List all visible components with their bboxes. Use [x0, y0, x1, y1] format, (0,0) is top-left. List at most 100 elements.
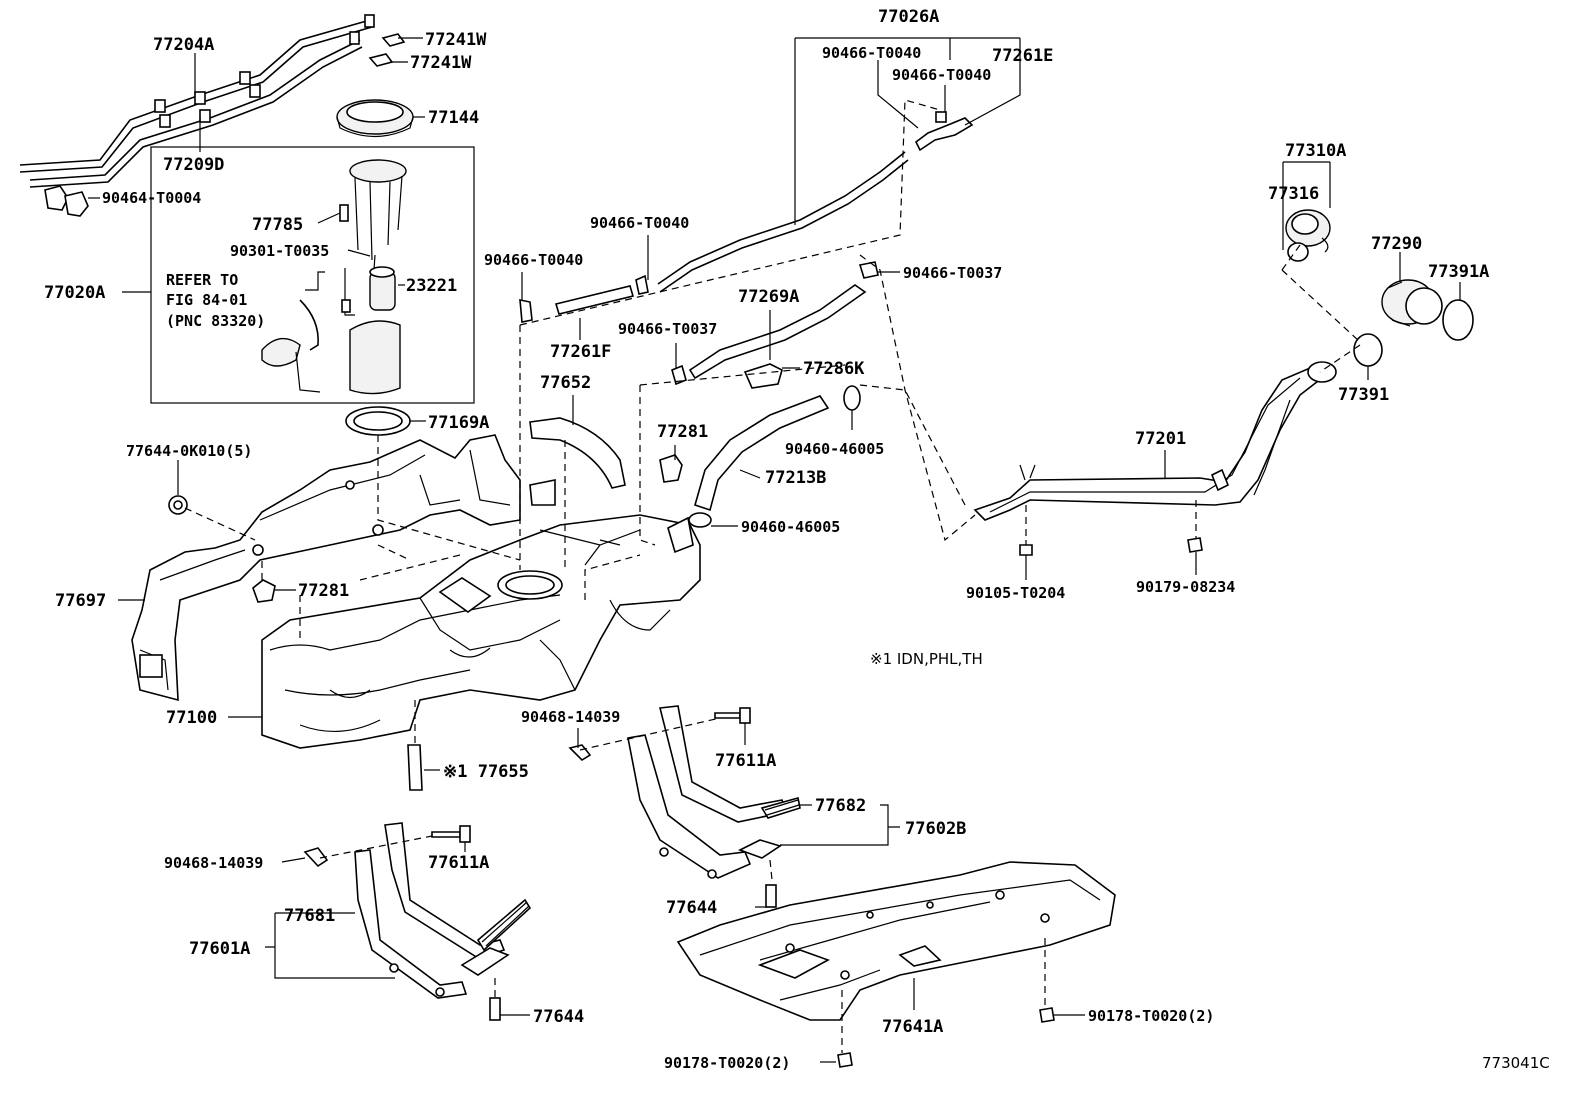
- o-ring-77391A: [1442, 299, 1474, 341]
- note-idn-phl-th: ※1 IDN,PHL,TH: [870, 650, 983, 668]
- label-77241W-2: 77241W: [410, 53, 472, 73]
- label-77310A: 77310A: [1285, 141, 1346, 161]
- label-77286K: 77286K: [803, 359, 865, 379]
- label-77316: 77316: [1268, 184, 1319, 204]
- label-90178-T0020-b: 90178-T0020(2): [664, 1054, 790, 1072]
- bolt-77611A-upper: [714, 707, 751, 724]
- nut-90179-08234: [1187, 537, 1203, 553]
- label-90466-T0037-a: 90466-T0037: [903, 264, 1002, 282]
- clamp-90460-46005: [688, 385, 861, 528]
- pad-77652: [529, 417, 626, 489]
- bolt-77644: [489, 884, 777, 1021]
- label-77100: 77100: [166, 708, 217, 728]
- o-ring-77391: [1353, 333, 1383, 367]
- label-90466-T0040-c: 90466-T0040: [590, 214, 689, 232]
- label-77391: 77391: [1338, 385, 1389, 405]
- label-77601A: 77601A: [189, 939, 250, 959]
- hose-77269A: [688, 284, 867, 380]
- filler-neck-77290: [1381, 279, 1443, 327]
- label-77241W-1: 77241W: [425, 30, 487, 50]
- bolt-90105-T0204: [1019, 540, 1033, 556]
- nut-90178-T0020: [837, 1007, 1055, 1068]
- label-77209D: 77209D: [163, 155, 224, 175]
- label-77682: 77682: [815, 796, 866, 816]
- label-90460-46005-a: 90460-46005: [785, 440, 884, 458]
- dashed-guides: [184, 99, 1361, 1053]
- label-90301-T0035: 90301-T0035: [230, 242, 329, 260]
- gasket-77169A: [345, 406, 411, 436]
- retainer-ring-77144: [336, 99, 414, 137]
- label-77611A-b: 77611A: [428, 853, 489, 873]
- label-77611A-a: 77611A: [715, 751, 776, 771]
- label-refer-1: REFER TO: [166, 271, 238, 289]
- label-77697: 77697: [55, 591, 106, 611]
- label-refer-2: FIG 84-01: [166, 291, 247, 309]
- label-77602B: 77602B: [905, 819, 966, 839]
- clamp-77281-left: [252, 579, 276, 603]
- label-77391A: 77391A: [1428, 262, 1489, 282]
- heat-protector-77697: [131, 434, 556, 702]
- label-77681: 77681: [284, 906, 335, 926]
- clamp-90466-T0040-left: [519, 274, 649, 323]
- tank-band-77602B: [627, 705, 801, 879]
- label-77144: 77144: [428, 108, 479, 128]
- label-90105-T0204: 90105-T0204: [966, 584, 1065, 602]
- label-77261E: 77261E: [992, 46, 1053, 66]
- label-77644-b: 77644: [666, 898, 717, 918]
- fuel-tube-assembly-77204A: [19, 14, 375, 188]
- clip-90468-14039-lower: [303, 847, 329, 868]
- clamp-90466-T0037: [671, 261, 879, 386]
- hose-77213B: [694, 395, 830, 512]
- gasket-77316: [1287, 242, 1309, 262]
- tank-band-77601A: [354, 822, 532, 999]
- label-90178-T0020-a: 90178-T0020(2): [1088, 1007, 1214, 1025]
- label-90468-14039-b: 90468-14039: [164, 854, 263, 872]
- label-77281-b: 77281: [657, 422, 708, 442]
- label-77281-a: 77281: [298, 581, 349, 601]
- leader-lines: [88, 37, 1461, 1063]
- labels: 77204A 77241W 77241W 77144 77209D 90464-…: [44, 7, 1550, 1072]
- label-77641A: 77641A: [882, 1017, 943, 1037]
- label-refer-3: (PNC 83320): [166, 312, 265, 330]
- fuel-cap-77310A: [1285, 209, 1331, 253]
- bolt-77611A-lower: [431, 825, 471, 843]
- label-90460-46005-b: 90460-46005: [741, 518, 840, 536]
- label-23221: 23221: [406, 276, 457, 296]
- clip-77241W: [368, 33, 406, 67]
- fuel-pump-assembly: [261, 159, 407, 395]
- figure-reference: 773041C: [1482, 1054, 1550, 1072]
- clamp-77281-right: [659, 454, 683, 483]
- clip-90468-14039-upper: [568, 744, 592, 762]
- pad-77655: [407, 744, 423, 791]
- hose-77261F: [554, 285, 635, 315]
- label-77204A: 77204A: [153, 35, 214, 55]
- grommet-77644-0K010: [168, 495, 188, 515]
- label-90466-T0040-a: 90466-T0040: [822, 44, 921, 62]
- fuel-tank-77100: [261, 514, 701, 749]
- label-77290: 77290: [1371, 234, 1422, 254]
- label-77655: ※1 77655: [443, 762, 529, 782]
- label-90466-T0037-b: 90466-T0037: [618, 320, 717, 338]
- label-77201: 77201: [1135, 429, 1186, 449]
- label-77169A: 77169A: [428, 413, 489, 433]
- label-77213B: 77213B: [765, 468, 826, 488]
- label-90464-T0004: 90464-T0004: [102, 189, 201, 207]
- label-90466-T0040-b: 90466-T0040: [892, 66, 991, 84]
- filler-pipe-77201: [973, 361, 1337, 521]
- label-90179-08234: 90179-08234: [1136, 578, 1235, 596]
- label-77652: 77652: [540, 373, 591, 393]
- clip-90464-T0004: [44, 185, 89, 217]
- fuel-pump-box: [150, 146, 475, 404]
- vent-tube-77026A: [657, 111, 974, 293]
- under-cover-77641A: [676, 861, 1116, 1021]
- clamp-77286K: [743, 363, 783, 389]
- label-77644-0K010: 77644-0K010(5): [126, 442, 252, 460]
- label-77026A: 77026A: [878, 7, 939, 27]
- label-77644-a: 77644: [533, 1007, 584, 1027]
- label-77261F: 77261F: [550, 342, 611, 362]
- label-90466-T0040-d: 90466-T0040: [484, 251, 583, 269]
- label-77785: 77785: [252, 215, 303, 235]
- label-90468-14039-a: 90468-14039: [521, 708, 620, 726]
- label-77269A: 77269A: [738, 287, 799, 307]
